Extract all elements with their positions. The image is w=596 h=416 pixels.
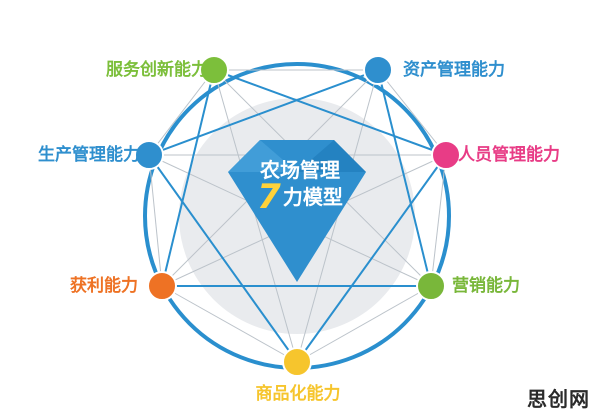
- center-title-digit: 7: [257, 177, 281, 217]
- connector-line: [296, 285, 432, 363]
- node-label-profitability: 获利能力: [70, 276, 138, 296]
- diamond-facet-right: [297, 140, 366, 172]
- node-label-production-management: 生产管理能力: [38, 145, 140, 165]
- star-line: [377, 69, 432, 287]
- node-dot-marketing: [416, 271, 446, 301]
- node-dot-commercialization: [282, 347, 312, 377]
- connector-line: [161, 285, 298, 363]
- connector-line: [148, 69, 215, 156]
- center-title-rest: 力模型: [282, 185, 343, 209]
- center-title-line1: 农场管理: [260, 158, 340, 182]
- star-line: [161, 69, 215, 287]
- connector-line: [148, 154, 163, 287]
- star-line: [148, 69, 379, 156]
- node-label-personnel-management: 人员管理能力: [458, 145, 560, 165]
- connector-line: [213, 69, 298, 363]
- node-label-marketing: 营销能力: [452, 276, 520, 296]
- node-dot-profitability: [147, 271, 177, 301]
- node-dot-production-management: [134, 140, 164, 170]
- watermark-logo: 思创网: [527, 387, 590, 411]
- node-dot-service-innovation: [199, 55, 229, 85]
- node-label-commercialization: 商品化能力: [255, 384, 341, 404]
- star-line: [148, 154, 298, 363]
- node-label-asset-management: 资产管理能力: [403, 60, 505, 80]
- diamond-shape: [228, 140, 366, 282]
- star-line: [213, 69, 447, 156]
- node-dot-personnel-management: [431, 140, 461, 170]
- star-line: [296, 154, 447, 363]
- connector-line: [377, 69, 447, 156]
- diamond-facet-left: [228, 140, 297, 172]
- node-dot-asset-management: [363, 55, 393, 85]
- diamond-body: [228, 140, 366, 282]
- node-label-service-innovation: 服务创新能力: [106, 60, 208, 80]
- connector-line: [430, 154, 447, 287]
- node-dots: [134, 55, 461, 377]
